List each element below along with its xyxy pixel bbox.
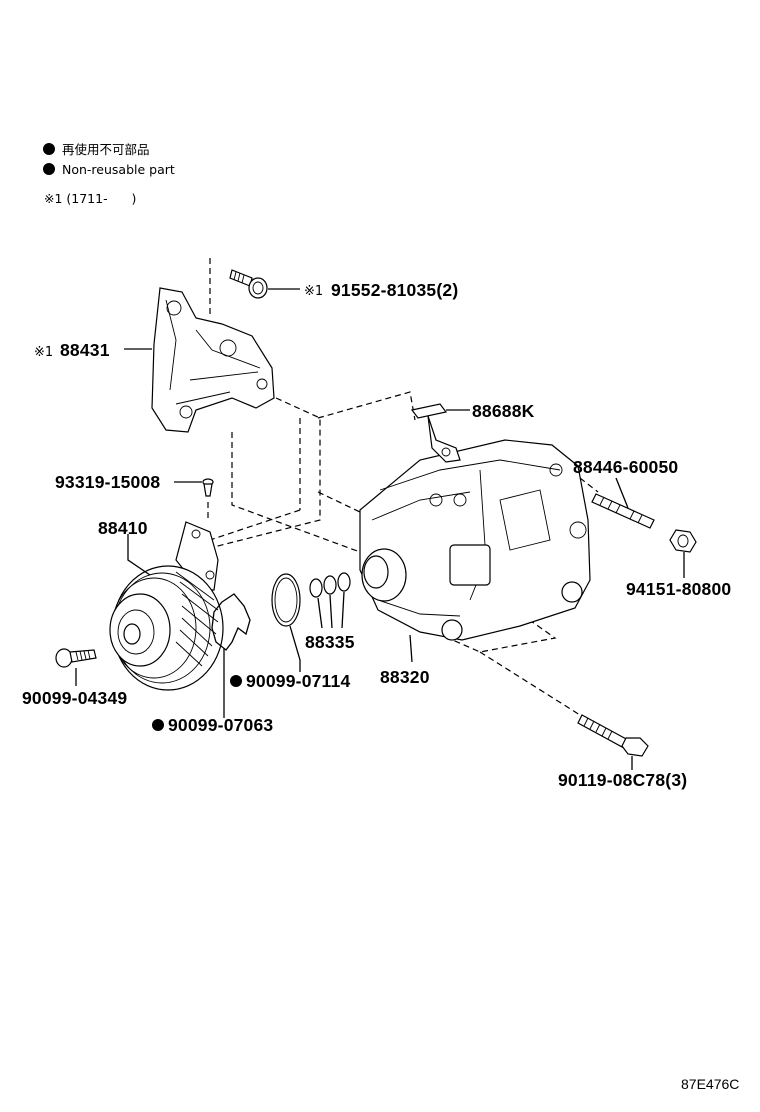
stud-bolt [591, 477, 655, 529]
label-pulley-bolt[interactable]: 90099-04349 [22, 688, 127, 708]
non-reusable-bullet-icon [230, 675, 242, 687]
bracket [124, 287, 275, 433]
screw [174, 478, 214, 497]
label-mount-bolt[interactable]: 90119-08C78(3) [558, 770, 687, 790]
diagram-id: 87E476C [681, 1076, 739, 1092]
label-snap-ring-large[interactable]: 90099-07063 [168, 715, 273, 735]
ref-mark: ※1 [34, 345, 53, 360]
bracket-bolt [229, 269, 300, 299]
label-clutch-pulley[interactable]: 88410 [98, 518, 148, 538]
snap-ring-small [271, 573, 301, 672]
non-reusable-bullet-icon [43, 163, 55, 175]
label-stud-bolt[interactable]: 88446-60050 [573, 457, 678, 477]
label-screw[interactable]: 93319-15008 [55, 472, 160, 492]
label-harness-clamp[interactable]: 88688K [472, 401, 535, 421]
label-nut[interactable]: 94151-80800 [626, 579, 731, 599]
snap-ring-large [211, 593, 251, 718]
label-shim-set[interactable]: 88335 [305, 632, 355, 652]
nut [669, 529, 697, 578]
non-reusable-bullet-icon [43, 143, 55, 155]
compressor [359, 439, 591, 663]
non-reusable-bullet-icon [152, 719, 164, 731]
label-bracket-bolt[interactable]: 91552-81035(2) [331, 280, 458, 300]
label-compressor[interactable]: 88320 [380, 667, 430, 687]
legend: 再使用不可部品 Non-reusable part ※1 (1711- ) [43, 142, 175, 206]
legend-item-jp: 再使用不可部品 [62, 142, 150, 157]
mount-bolt [577, 714, 649, 770]
label-bracket[interactable]: 88431 [60, 340, 110, 360]
harness-clamp [410, 403, 470, 463]
label-snap-ring-small[interactable]: 90099-07114 [246, 671, 350, 691]
legend-item-en: Non-reusable part [62, 162, 175, 177]
ref-mark: ※1 [304, 284, 323, 299]
clutch-pulley [109, 521, 224, 691]
legend-note: ※1 (1711- ) [44, 191, 136, 206]
shim-set [309, 572, 351, 629]
pulley-bolt [55, 648, 97, 686]
callouts: ※1 91552-81035(2) ※1 88431 88688K 88446-… [22, 280, 731, 790]
